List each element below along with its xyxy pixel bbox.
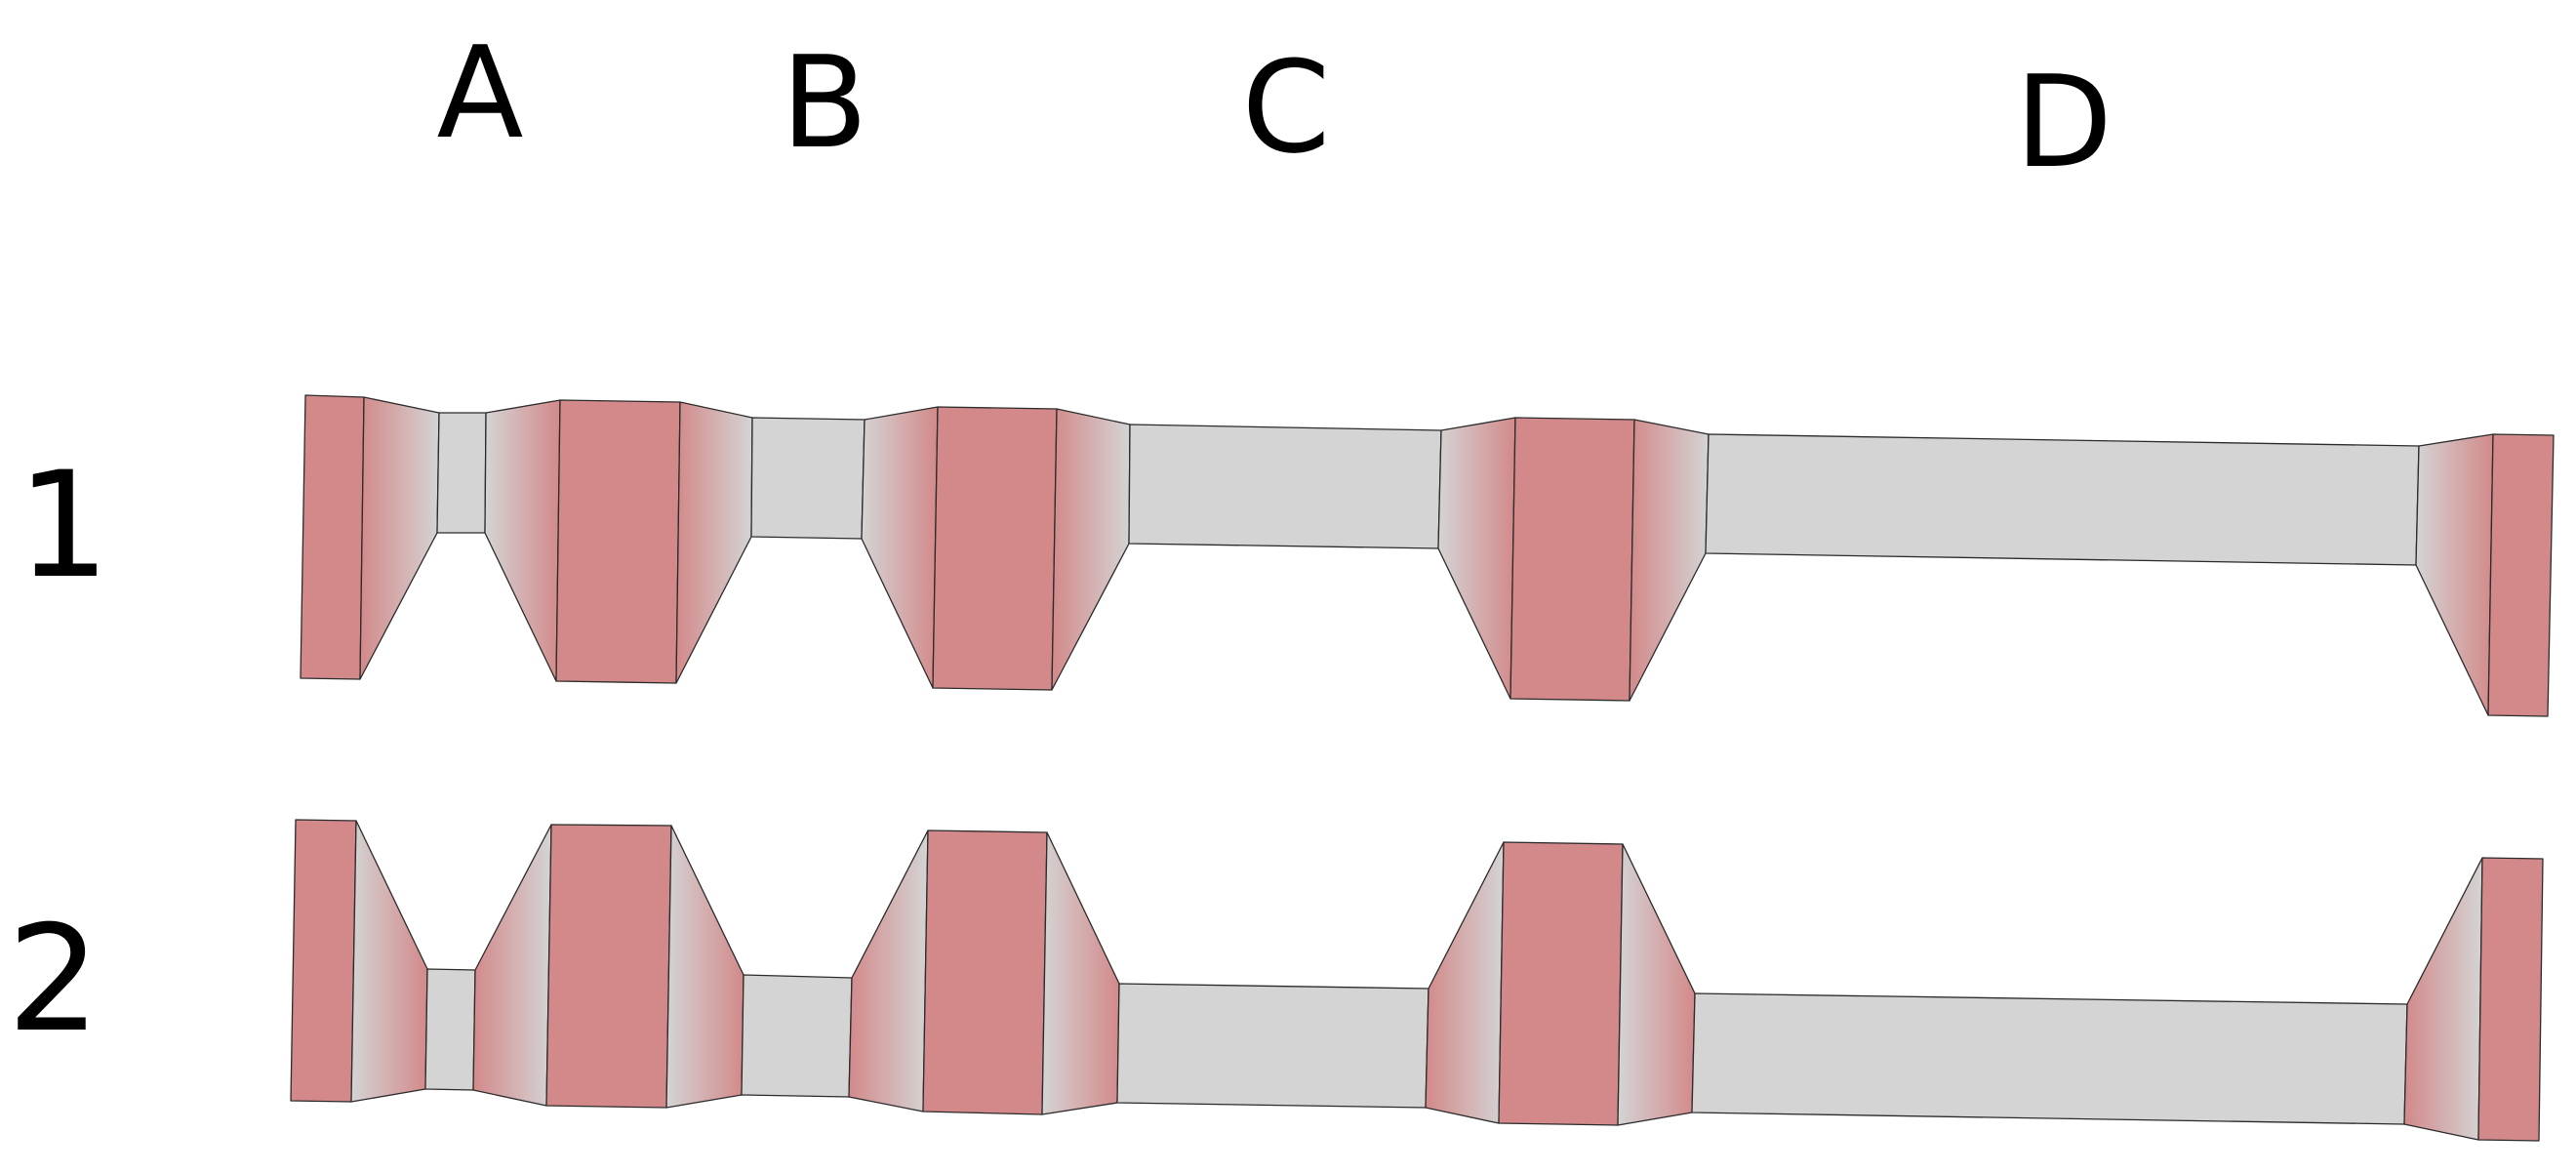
column-label-c: C <box>1242 33 1331 182</box>
row-1-taper-segment <box>1629 419 1710 702</box>
row-1-taper-segment <box>861 406 939 689</box>
row-2-taper-segment <box>2403 857 2483 1141</box>
row-1-taper-segment <box>2415 433 2494 716</box>
row-1-taper-segment <box>1051 408 1131 691</box>
row-2-taper-segment <box>1425 841 1505 1124</box>
row-2-taper-segment <box>350 820 428 1103</box>
row-1-taper-segment <box>1437 417 1516 700</box>
row-label-1: 1 <box>17 441 109 611</box>
row-1-taper-segment <box>484 399 561 682</box>
row-2-wide-segment <box>545 824 672 1109</box>
row-2-wide-segment <box>922 829 1048 1115</box>
row-1-wide-segment <box>1509 417 1635 702</box>
row-2-narrow-segment <box>1691 992 2408 1125</box>
row-1-narrow-segment <box>1705 433 2420 566</box>
row-2-chain <box>290 819 2544 1142</box>
row-2-taper-segment <box>1617 843 1696 1126</box>
row-2-narrow-segment <box>1116 983 1429 1109</box>
row-1-taper-segment <box>675 401 753 684</box>
column-label-a: A <box>437 19 524 167</box>
row-1-wide-segment <box>2487 433 2555 717</box>
row-1-narrow-segment <box>1128 424 1442 549</box>
row-2-taper-segment <box>1041 831 1120 1115</box>
row-1-wide-segment <box>555 399 681 684</box>
row-2-wide-segment <box>290 819 357 1103</box>
row-1-wide-segment <box>932 406 1058 691</box>
row-2-wide-segment <box>1498 841 1624 1126</box>
row-2-narrow-segment <box>741 974 853 1098</box>
column-label-d: D <box>2015 48 2113 196</box>
column-label-b: B <box>781 28 867 177</box>
row-1-narrow-segment <box>436 412 487 534</box>
row-1-chain <box>300 394 2555 717</box>
row-label-2: 2 <box>7 895 100 1065</box>
row-2-taper-segment <box>472 824 552 1107</box>
row-2-narrow-segment <box>424 968 476 1091</box>
row-1-wide-segment <box>300 394 365 680</box>
row-2-taper-segment <box>665 825 745 1109</box>
row-1-narrow-segment <box>750 417 865 540</box>
row-2-taper-segment <box>848 829 929 1112</box>
row-1-taper-segment <box>359 396 440 680</box>
row-2-wide-segment <box>2477 857 2544 1142</box>
